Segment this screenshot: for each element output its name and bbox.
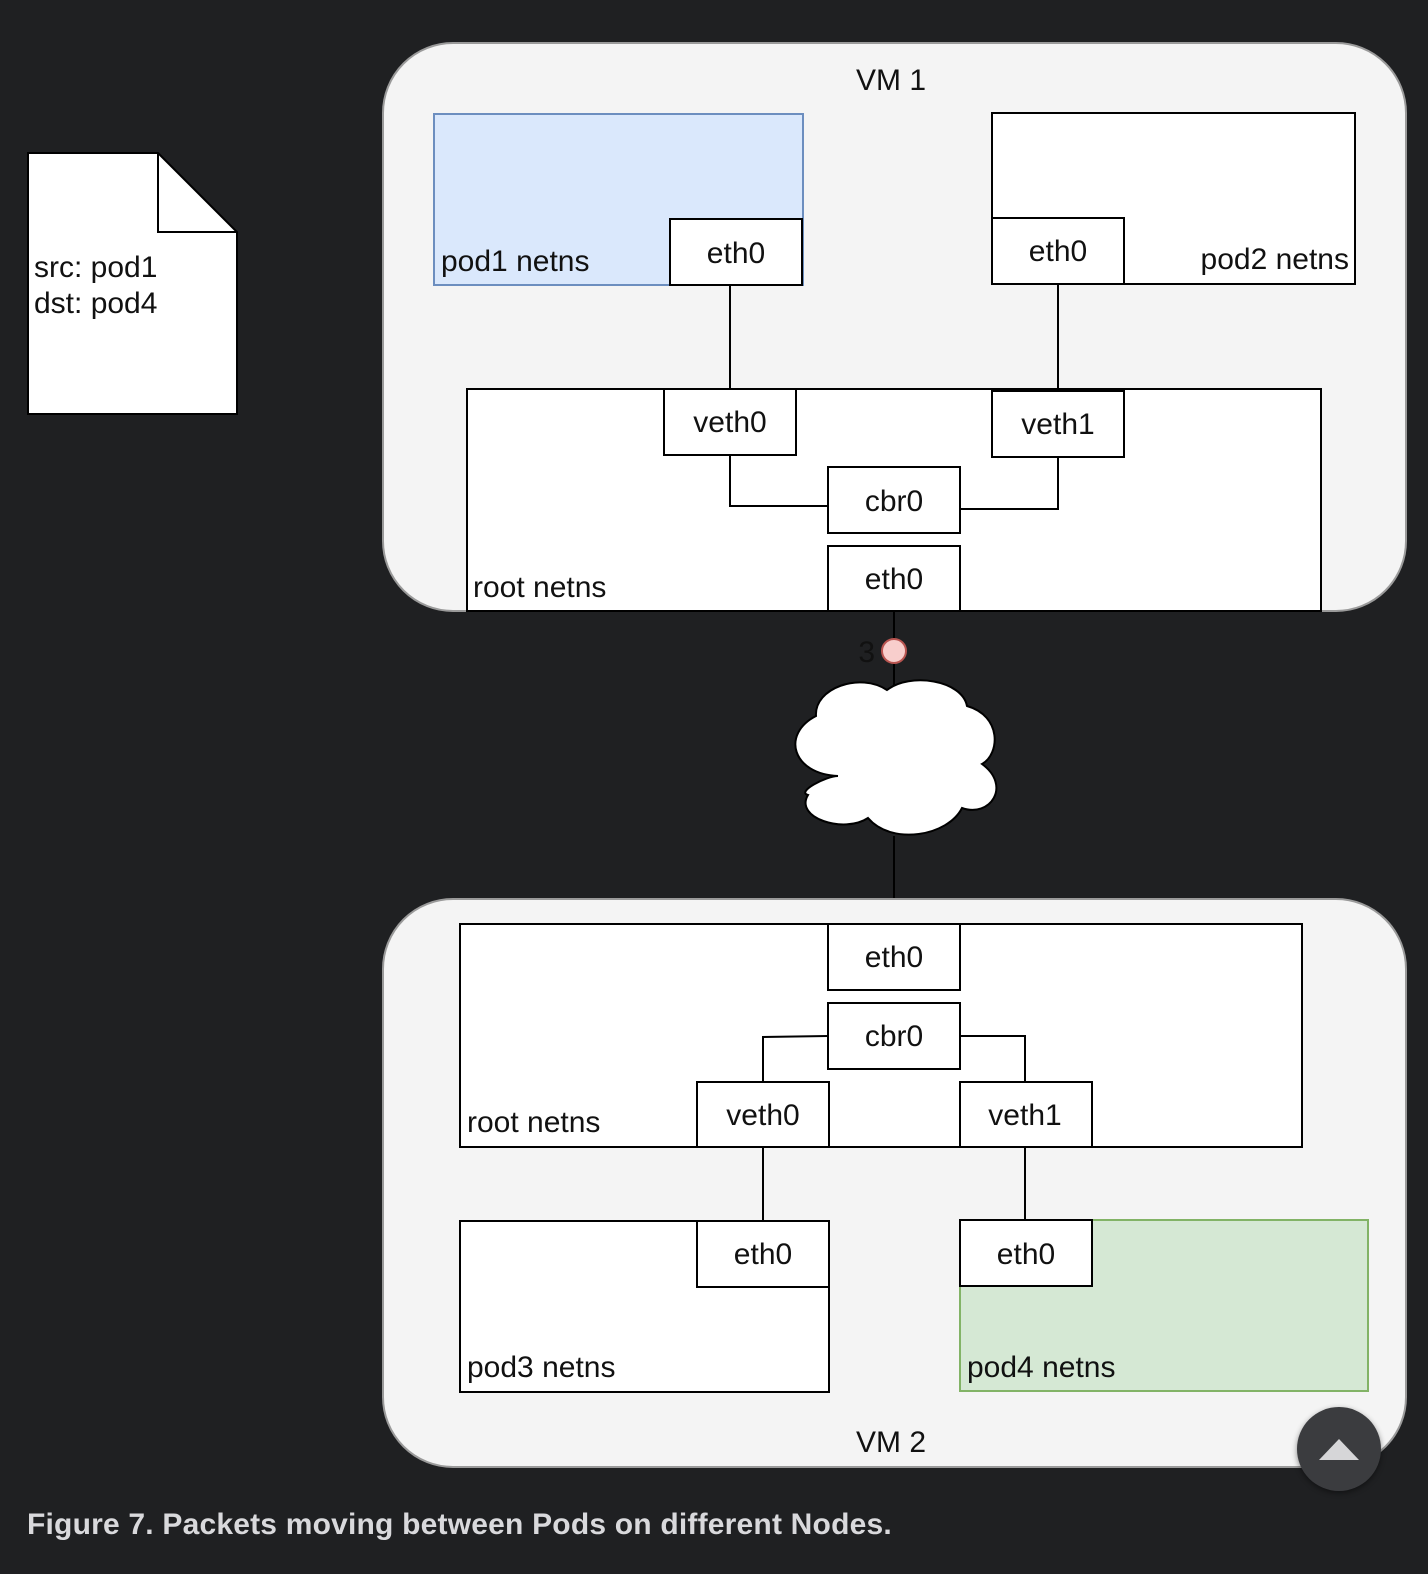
vm2-veth1-label: veth1 — [988, 1099, 1061, 1132]
vm1-cbr0-label: cbr0 — [865, 485, 923, 518]
link-cbr0-veth1 — [960, 1035, 1026, 1082]
link-cbr0-veth0 — [762, 1035, 829, 1082]
pod1-eth0-label: eth0 — [707, 237, 765, 270]
network-diagram: src: pod1 dst: pod4 VM 1 pod1 netns eth0… — [27, 42, 1407, 1468]
vm2-cbr0-label: cbr0 — [865, 1020, 923, 1053]
vm2-veth1 — [959, 1081, 1093, 1148]
pod2-label: pod2 netns — [1201, 243, 1349, 276]
vm2-root-label: root netns — [467, 1106, 600, 1139]
vm1-eth0 — [827, 545, 961, 612]
chevron-up-icon — [1319, 1439, 1359, 1460]
vm2-eth0-label: eth0 — [865, 941, 923, 974]
vm1-cbr0 — [827, 466, 961, 534]
pod1-eth0 — [669, 218, 803, 286]
network-path: 3 — [794, 611, 998, 926]
pod3-eth0-label: eth0 — [734, 1238, 792, 1271]
vm1-veth0-label: veth0 — [693, 406, 766, 439]
vm1-root-label: root netns — [473, 571, 606, 604]
pod4-label: pod4 netns — [967, 1351, 1115, 1384]
figure-caption: Figure 7. Packets moving between Pods on… — [27, 1508, 892, 1541]
document-icon — [27, 152, 238, 415]
pod4-eth0 — [959, 1219, 1093, 1287]
packet-src: src: pod1 — [34, 251, 157, 284]
link-veth0-cbr0 — [729, 455, 828, 507]
pod3-eth0 — [696, 1220, 830, 1288]
vm2-title: VM 2 — [856, 1426, 926, 1459]
vm2-veth0 — [696, 1081, 830, 1148]
link-veth1-cbr0 — [960, 457, 1059, 510]
pod4-eth0-label: eth0 — [997, 1238, 1055, 1271]
vm1-eth0-label: eth0 — [865, 563, 923, 596]
vm2-veth0-label: veth0 — [726, 1099, 799, 1132]
pod1-label: pod1 netns — [441, 245, 589, 278]
vm1-title: VM 1 — [856, 64, 926, 97]
step-marker-label: 3 — [858, 636, 875, 669]
vm2-cbr0 — [827, 1002, 961, 1070]
vm1-veth1 — [991, 390, 1125, 458]
step-marker — [881, 638, 907, 664]
pod2-eth0-label: eth0 — [1029, 235, 1087, 268]
vm2-eth0 — [827, 923, 961, 991]
packet-dst: dst: pod4 — [34, 287, 157, 320]
pod3-label: pod3 netns — [467, 1351, 615, 1384]
vm1: VM 1 pod1 netns eth0 pod2 netns eth0 roo… — [382, 42, 1407, 612]
packet-document: src: pod1 dst: pod4 — [27, 152, 238, 415]
vm2: VM 2 root netns eth0 cbr0 veth0 veth1 po… — [382, 898, 1407, 1468]
scroll-to-top-button[interactable] — [1297, 1407, 1381, 1491]
cloud-icon — [794, 679, 998, 836]
vm1-veth0 — [663, 388, 797, 456]
vm1-veth1-label: veth1 — [1021, 408, 1094, 441]
